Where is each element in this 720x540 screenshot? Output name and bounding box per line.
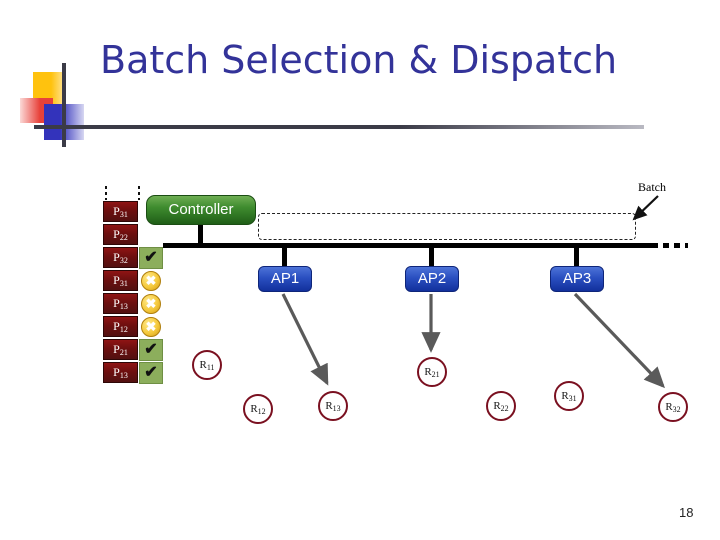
arrow-ap3-to-r32 (573, 292, 665, 389)
batch-label: Batch (638, 180, 666, 194)
receiver-node-r22[interactable]: R22 (486, 391, 516, 421)
ap3-bus-drop (574, 248, 579, 267)
packet-chip-p21[interactable]: P21 (103, 339, 138, 360)
receiver-node-r31[interactable]: R31 (554, 381, 584, 411)
status-check-icon: ✔ (139, 339, 163, 361)
packet-chip-p31[interactable]: P31 (103, 270, 138, 291)
queue-tick-right (138, 186, 140, 200)
page-number: 18 (679, 505, 694, 520)
bus-continuation-dots (652, 243, 688, 248)
access-point-ap1[interactable]: AP1 (258, 266, 312, 292)
cross-icon: ✖ (141, 271, 161, 291)
deco-horizontal-rule (34, 125, 644, 129)
packet-chip-p31[interactable]: P31 (103, 201, 138, 222)
packet-chip-p22[interactable]: P22 (103, 224, 138, 245)
arrow-ap1-to-r13 (281, 293, 329, 386)
check-icon: ✔ (144, 249, 158, 266)
access-point-ap3[interactable]: AP3 (550, 266, 604, 292)
status-check-icon: ✔ (139, 247, 163, 269)
receiver-node-r21[interactable]: R21 (417, 357, 447, 387)
status-cross-icon: ✖ (139, 316, 163, 338)
receiver-node-r11[interactable]: R11 (192, 350, 222, 380)
status-cross-icon: ✖ (139, 293, 163, 315)
packet-chip-p12[interactable]: P12 (103, 316, 138, 337)
backbone-bus (163, 243, 652, 248)
packet-chip-p13[interactable]: P13 (103, 362, 138, 383)
arrow-batch-callout (632, 195, 659, 221)
packet-queue-row: P31 (103, 201, 169, 224)
receiver-node-r32[interactable]: R32 (658, 392, 688, 422)
packet-queue-row: P21 ✔ (103, 339, 169, 362)
ap2-bus-drop (429, 248, 434, 267)
packet-queue-row: P31✖ (103, 270, 169, 293)
packet-queue-row: P13✖ (103, 293, 169, 316)
check-icon: ✔ (144, 364, 158, 381)
status-check-icon: ✔ (139, 362, 163, 384)
status-cross-icon: ✖ (139, 270, 163, 292)
queue-tick-left (105, 186, 107, 200)
batch-boundary-box (258, 213, 636, 240)
deco-vertical-rule (62, 63, 66, 147)
cross-icon: ✖ (141, 294, 161, 314)
ap1-bus-drop (282, 248, 287, 267)
receiver-node-r13[interactable]: R13 (318, 391, 348, 421)
packet-queue-row: P22 (103, 224, 169, 247)
page-title: Batch Selection & Dispatch (100, 38, 618, 82)
packet-queue-row: P13 ✔ (103, 362, 169, 385)
packet-chip-p32[interactable]: P32 (103, 247, 138, 268)
check-icon: ✔ (144, 341, 158, 358)
packet-chip-p13[interactable]: P13 (103, 293, 138, 314)
packet-queue-row: P32 ✔ (103, 247, 169, 270)
controller-node[interactable]: Controller (146, 195, 256, 225)
receiver-node-r12[interactable]: R12 (243, 394, 273, 424)
access-point-ap2[interactable]: AP2 (405, 266, 459, 292)
packet-queue-row: P12✖ (103, 316, 169, 339)
cross-icon: ✖ (141, 317, 161, 337)
controller-bus-drop (198, 225, 203, 244)
